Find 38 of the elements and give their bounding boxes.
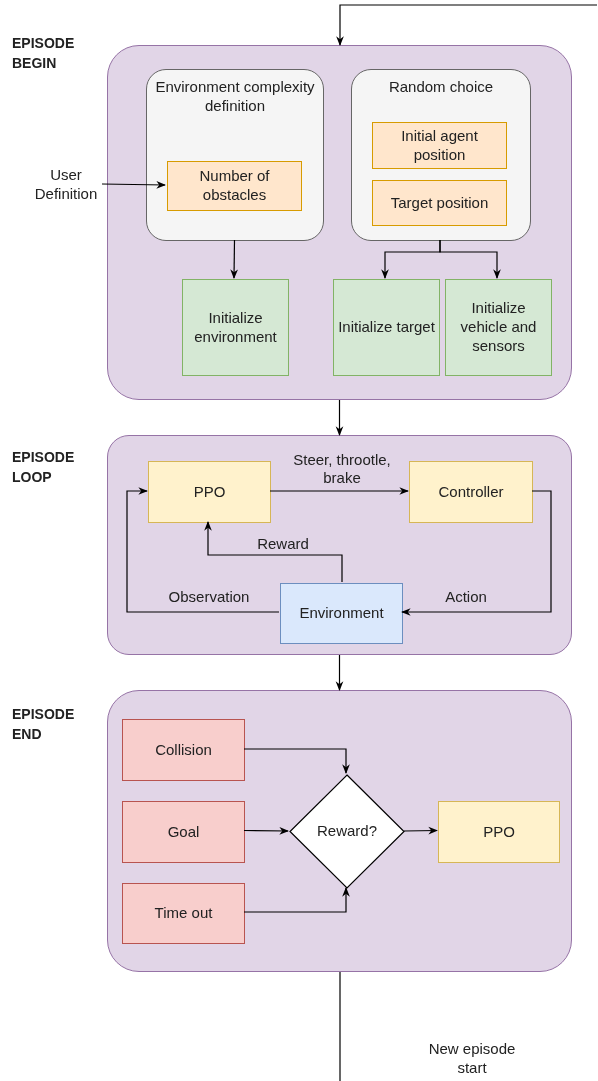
process-box: Initialize environment — [182, 279, 289, 376]
arrow — [335, 399, 344, 436]
arrow — [243, 827, 289, 835]
arrow — [126, 487, 280, 613]
arrow — [204, 521, 343, 583]
process-box: Collision — [122, 719, 245, 781]
arrow — [336, 4, 598, 46]
episode-loop-panel — [107, 435, 572, 655]
process-box: Initialize vehicle and sensors — [445, 279, 552, 376]
arrow — [269, 487, 409, 495]
section-heading: EPISODE END — [12, 705, 76, 744]
arrow — [439, 239, 501, 279]
process-box: Number of obstacles — [167, 161, 302, 211]
process-box: PPO — [438, 801, 560, 863]
note-text: New episode start — [427, 1040, 517, 1078]
arrow — [230, 239, 238, 279]
decision-diamond: Reward? — [289, 774, 405, 889]
process-box: Target position — [372, 180, 507, 226]
process-box: PPO — [148, 461, 271, 523]
definition-box: Environment complexity definition Number of obstacles — [146, 69, 324, 241]
input-text: User Definition — [30, 164, 102, 206]
episode-end-panel — [107, 690, 572, 972]
process-box: Environment — [280, 583, 403, 644]
process-box: Initial agent position — [372, 122, 507, 169]
arrow — [403, 826, 438, 835]
process-box: Controller — [409, 461, 533, 523]
arrow — [101, 181, 166, 189]
process-box: Time out — [122, 883, 245, 944]
arrow — [401, 490, 552, 616]
episode-begin-panel — [107, 45, 572, 400]
section-heading: EPISODE BEGIN — [12, 34, 76, 73]
arrow — [243, 748, 350, 774]
arrow — [335, 654, 344, 691]
process-box: Goal — [122, 801, 245, 863]
section-heading: EPISODE LOOP — [12, 448, 76, 487]
process-box: Initialize target — [333, 279, 440, 376]
random-choice-box: Random choice Initial agent position Target position — [351, 69, 531, 241]
arrow — [243, 887, 350, 913]
